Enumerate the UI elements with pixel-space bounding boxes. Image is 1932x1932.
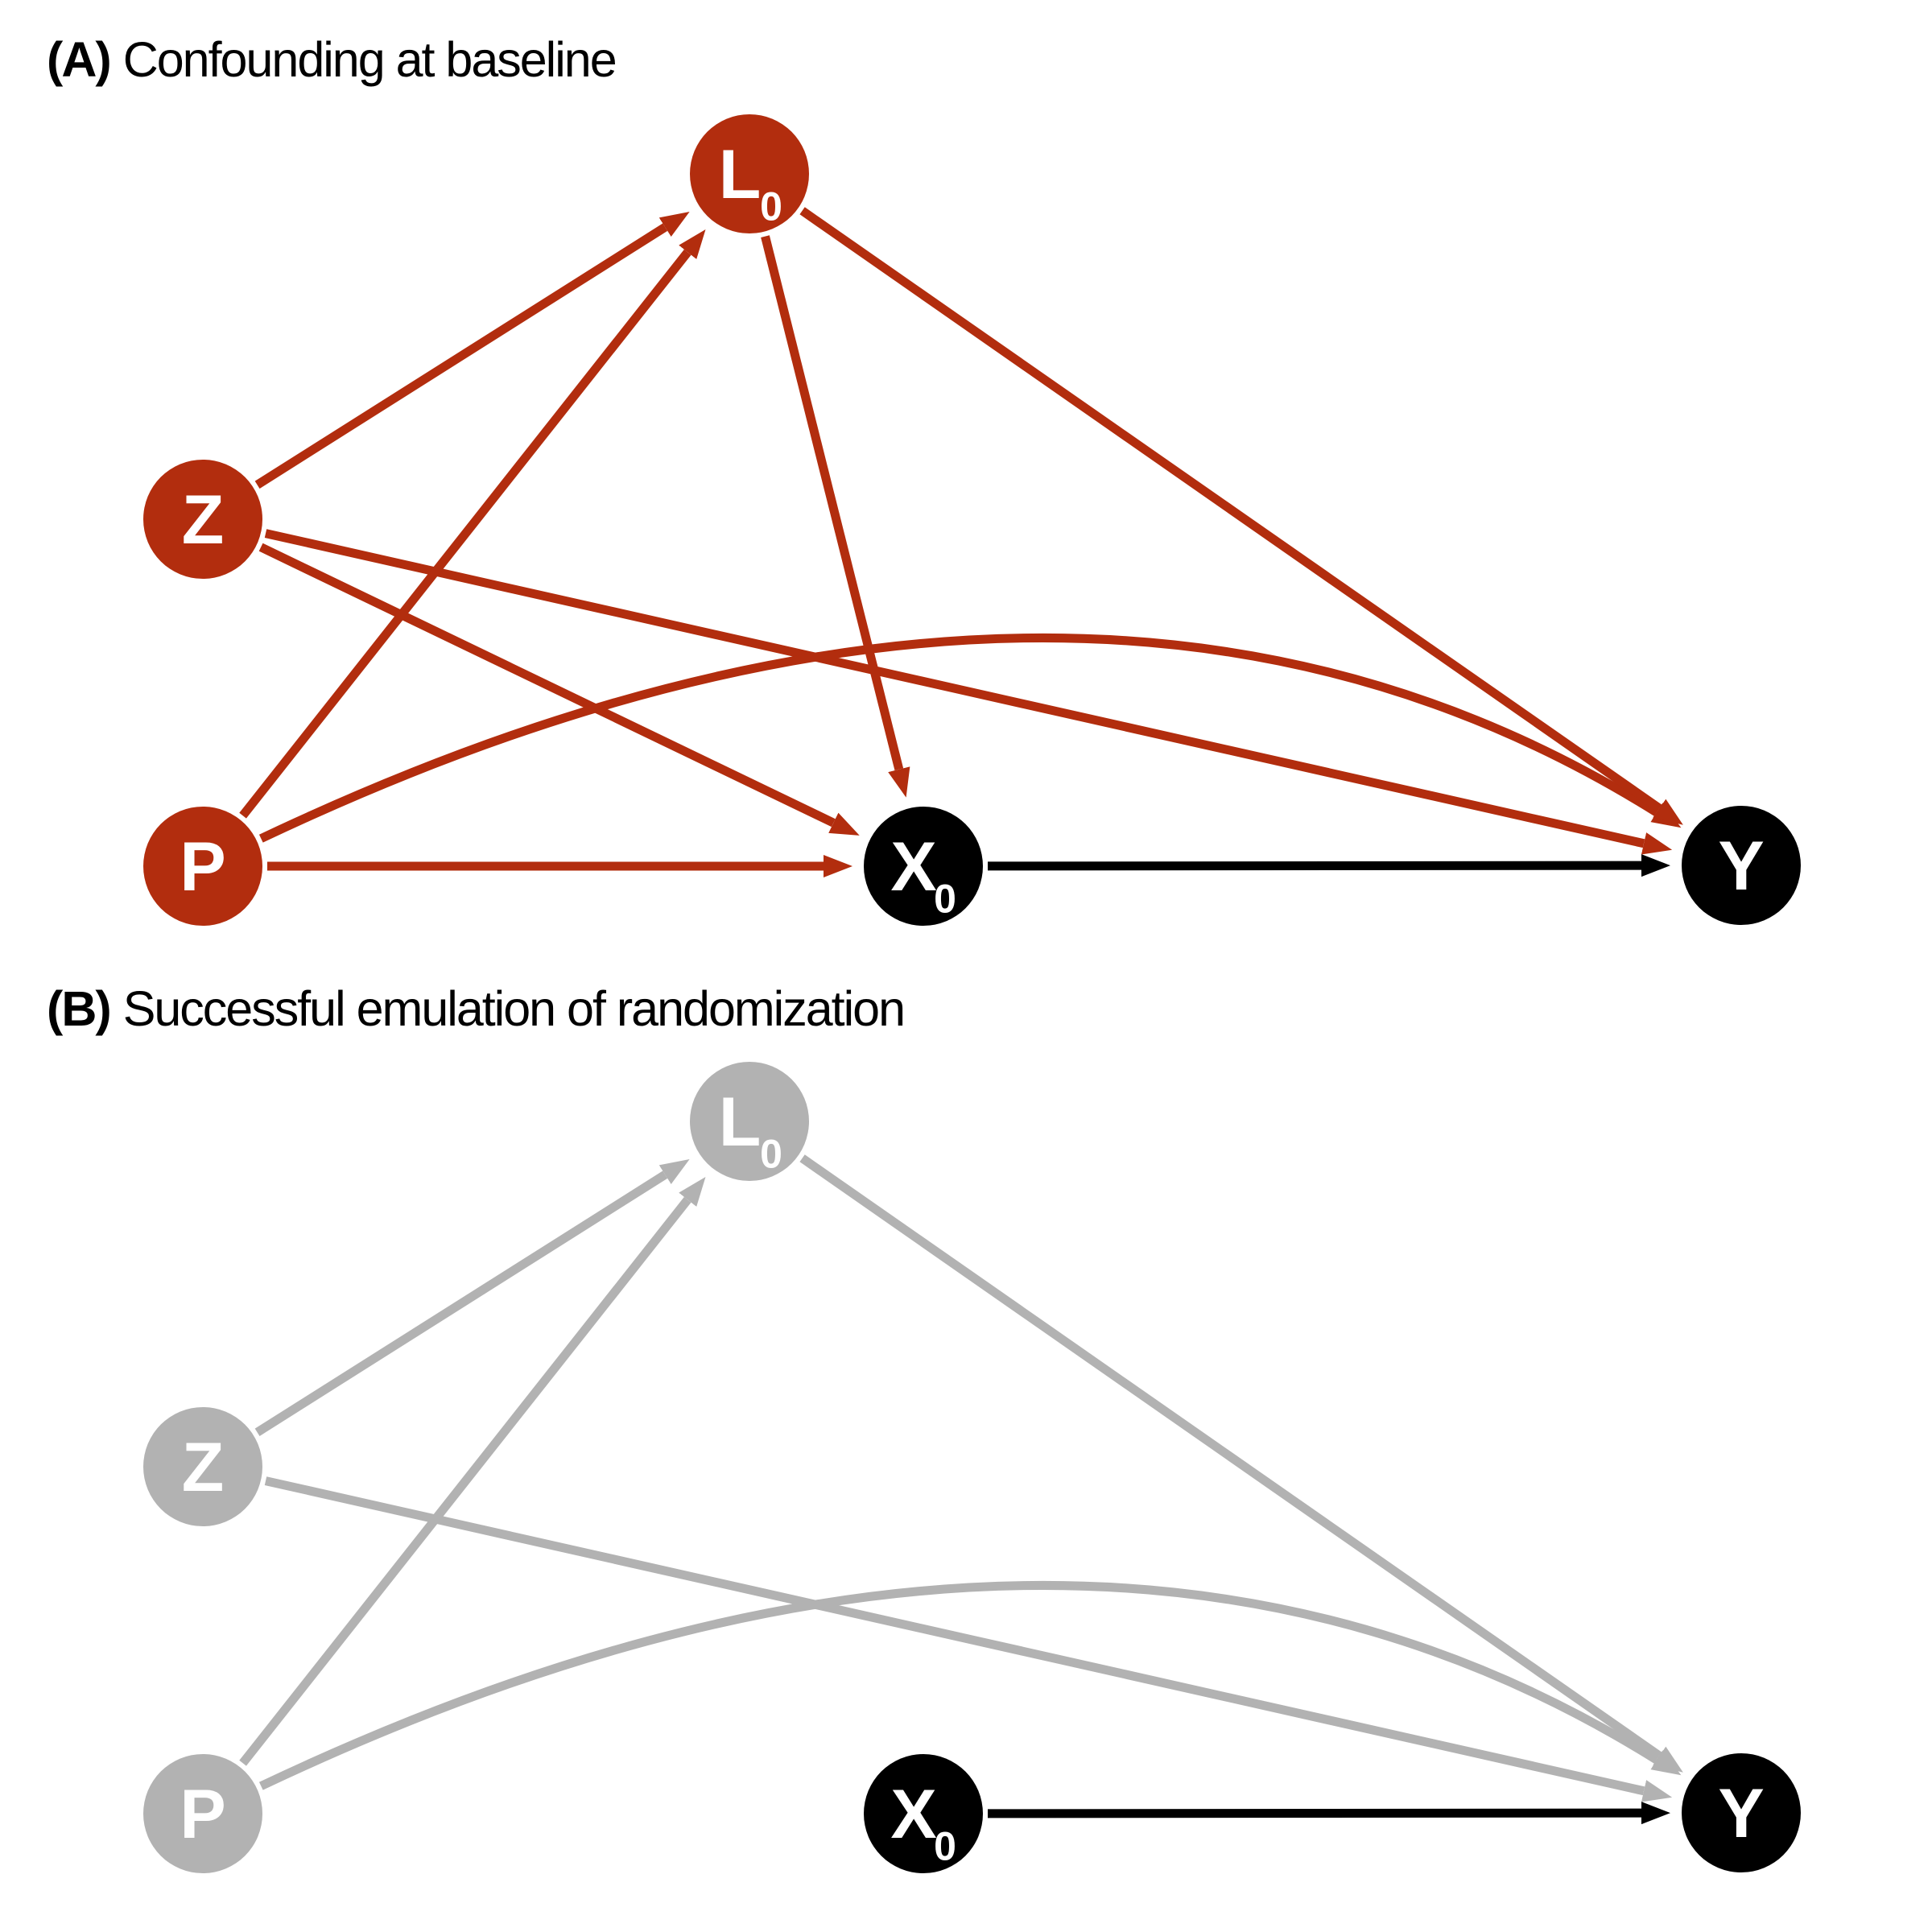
node-a-Y	[1682, 806, 1801, 925]
node-b-P-label: P	[180, 1776, 225, 1853]
edge-a-P-L0	[239, 229, 706, 819]
edge-a-X0-Y	[987, 854, 1670, 877]
edge-b-Z-L0	[254, 1158, 690, 1436]
edge-a-Z-Y	[264, 529, 1673, 855]
node-a-X0	[864, 807, 983, 926]
panel-a-title: (A)Confounding at baseline	[47, 32, 617, 87]
node-b-P	[143, 1754, 262, 1873]
node-b-Z	[143, 1407, 262, 1526]
node-b-Z-label: Z	[182, 1429, 225, 1506]
node-a-Y-label: Y	[1718, 828, 1764, 905]
node-b-X0	[864, 1754, 983, 1873]
node-b-L0-label: L	[719, 1084, 762, 1161]
panel-b-title: (B)Successful emulation of randomization	[47, 985, 906, 1034]
edge-a-L0-Y	[799, 207, 1683, 825]
edge-b-P-L0	[239, 1177, 706, 1766]
panel-a-tag: (A)	[47, 32, 112, 87]
panel-b-tag: (B)	[47, 981, 112, 1036]
node-a-L0-subscript: 0	[760, 184, 782, 229]
node-b-X0-subscript: 0	[934, 1824, 956, 1869]
node-a-P-label: P	[180, 828, 225, 906]
panel-a-title-text: Confounding at baseline	[122, 32, 617, 87]
edge-b-X0-Y	[987, 1802, 1670, 1825]
node-a-X0-label: X	[890, 828, 936, 906]
edge-a-Z-L0	[254, 211, 690, 489]
node-b-Y	[1682, 1753, 1801, 1872]
node-b-L0-subscript: 0	[760, 1132, 782, 1177]
edge-b-L0-Y	[799, 1154, 1683, 1773]
node-a-Z-label: Z	[182, 481, 225, 559]
edge-a-L0-X0	[761, 235, 910, 798]
node-b-Y-label: Y	[1718, 1775, 1764, 1852]
node-a-P	[143, 807, 262, 926]
node-b-L0	[690, 1062, 809, 1181]
edge-a-Z-X0	[258, 543, 860, 836]
node-a-Z	[143, 460, 262, 579]
edge-a-P-Y	[258, 633, 1682, 843]
edge-b-P-Y	[258, 1580, 1682, 1790]
node-a-L0-label: L	[719, 136, 762, 213]
panel-b-title-text: Successful emulation of randomization	[122, 981, 906, 1036]
edge-b-Z-Y	[264, 1476, 1673, 1802]
node-a-X0-subscript: 0	[934, 877, 956, 922]
node-b-X0-label: X	[890, 1776, 936, 1853]
node-a-L0	[690, 114, 809, 233]
